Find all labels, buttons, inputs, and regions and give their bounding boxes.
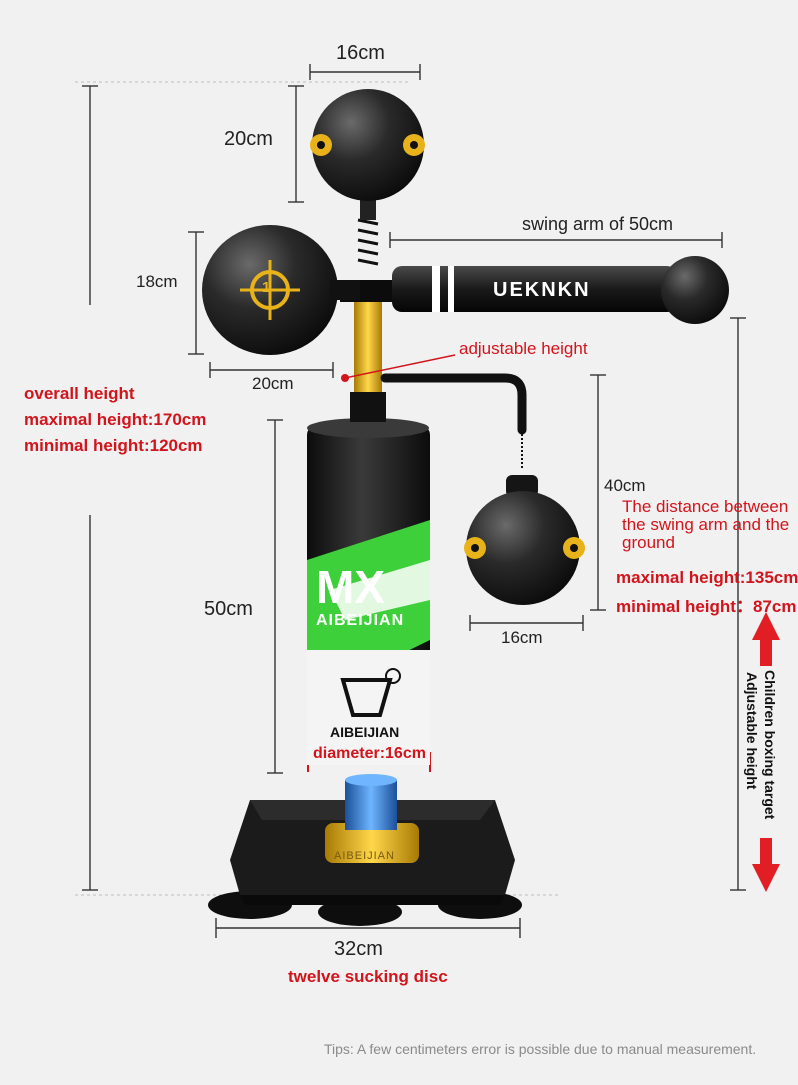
base-text: AIBEIJIAN [334, 850, 395, 862]
suction-label: twelve sucking disc [288, 967, 448, 986]
column-height-label: 50cm [204, 598, 253, 620]
swing-distance-line1: The distance between [622, 497, 789, 516]
base-width-label: 32cm [334, 938, 383, 960]
tips-note: Tips: A few centimeters error is possibl… [324, 1041, 757, 1057]
swing-arm-label: swing arm of 50cm [522, 214, 674, 234]
overall-max-height: maximal height:170cm [24, 410, 207, 429]
pad-height-label: 18cm [136, 272, 178, 291]
target-pad [202, 225, 360, 355]
brand-on-column: AIBEIJIAN [316, 612, 405, 629]
arm-logo: UEKNKN [493, 279, 591, 301]
pad-width-label: 20cm [252, 374, 294, 393]
dimension-lines [82, 64, 746, 938]
overall-min-height: minimal height:120cm [24, 436, 203, 455]
pad-number: 1 [262, 279, 271, 296]
swing-max-height: maximal height:135cm [616, 568, 798, 587]
punching-column [307, 418, 430, 765]
swing-min-height: minimal height：87cm [616, 597, 797, 616]
adjustable-knob-icon [341, 374, 349, 382]
side-caption-line1: Children boxing target [762, 670, 778, 820]
adjustable-leader [344, 354, 456, 379]
overall-height-title: overall height [24, 384, 135, 403]
swing-arm [392, 256, 729, 324]
adjustable-arrow [752, 612, 780, 892]
top-height-label: 20cm [224, 128, 273, 150]
hanging-ball-width-label: 16cm [501, 628, 543, 647]
top-width-label: 16cm [336, 42, 385, 64]
brand-big: MX [316, 561, 385, 613]
hook-arm [380, 373, 527, 435]
diameter-label: diameter:16cm [313, 745, 426, 762]
base [208, 774, 522, 926]
top-speed-ball [310, 89, 425, 201]
hanging-speed-ball [464, 475, 585, 605]
adjustable-height-label: adjustable height [459, 339, 588, 358]
side-caption-line2: Adjustable height [744, 672, 760, 790]
swing-distance-line3: ground [622, 533, 675, 552]
arm-to-ball-label: 40cm [604, 476, 646, 495]
center-pole [340, 198, 400, 422]
swing-distance-line2: the swing arm and the [622, 515, 790, 534]
brand-small: AIBEIJIAN [330, 724, 400, 740]
